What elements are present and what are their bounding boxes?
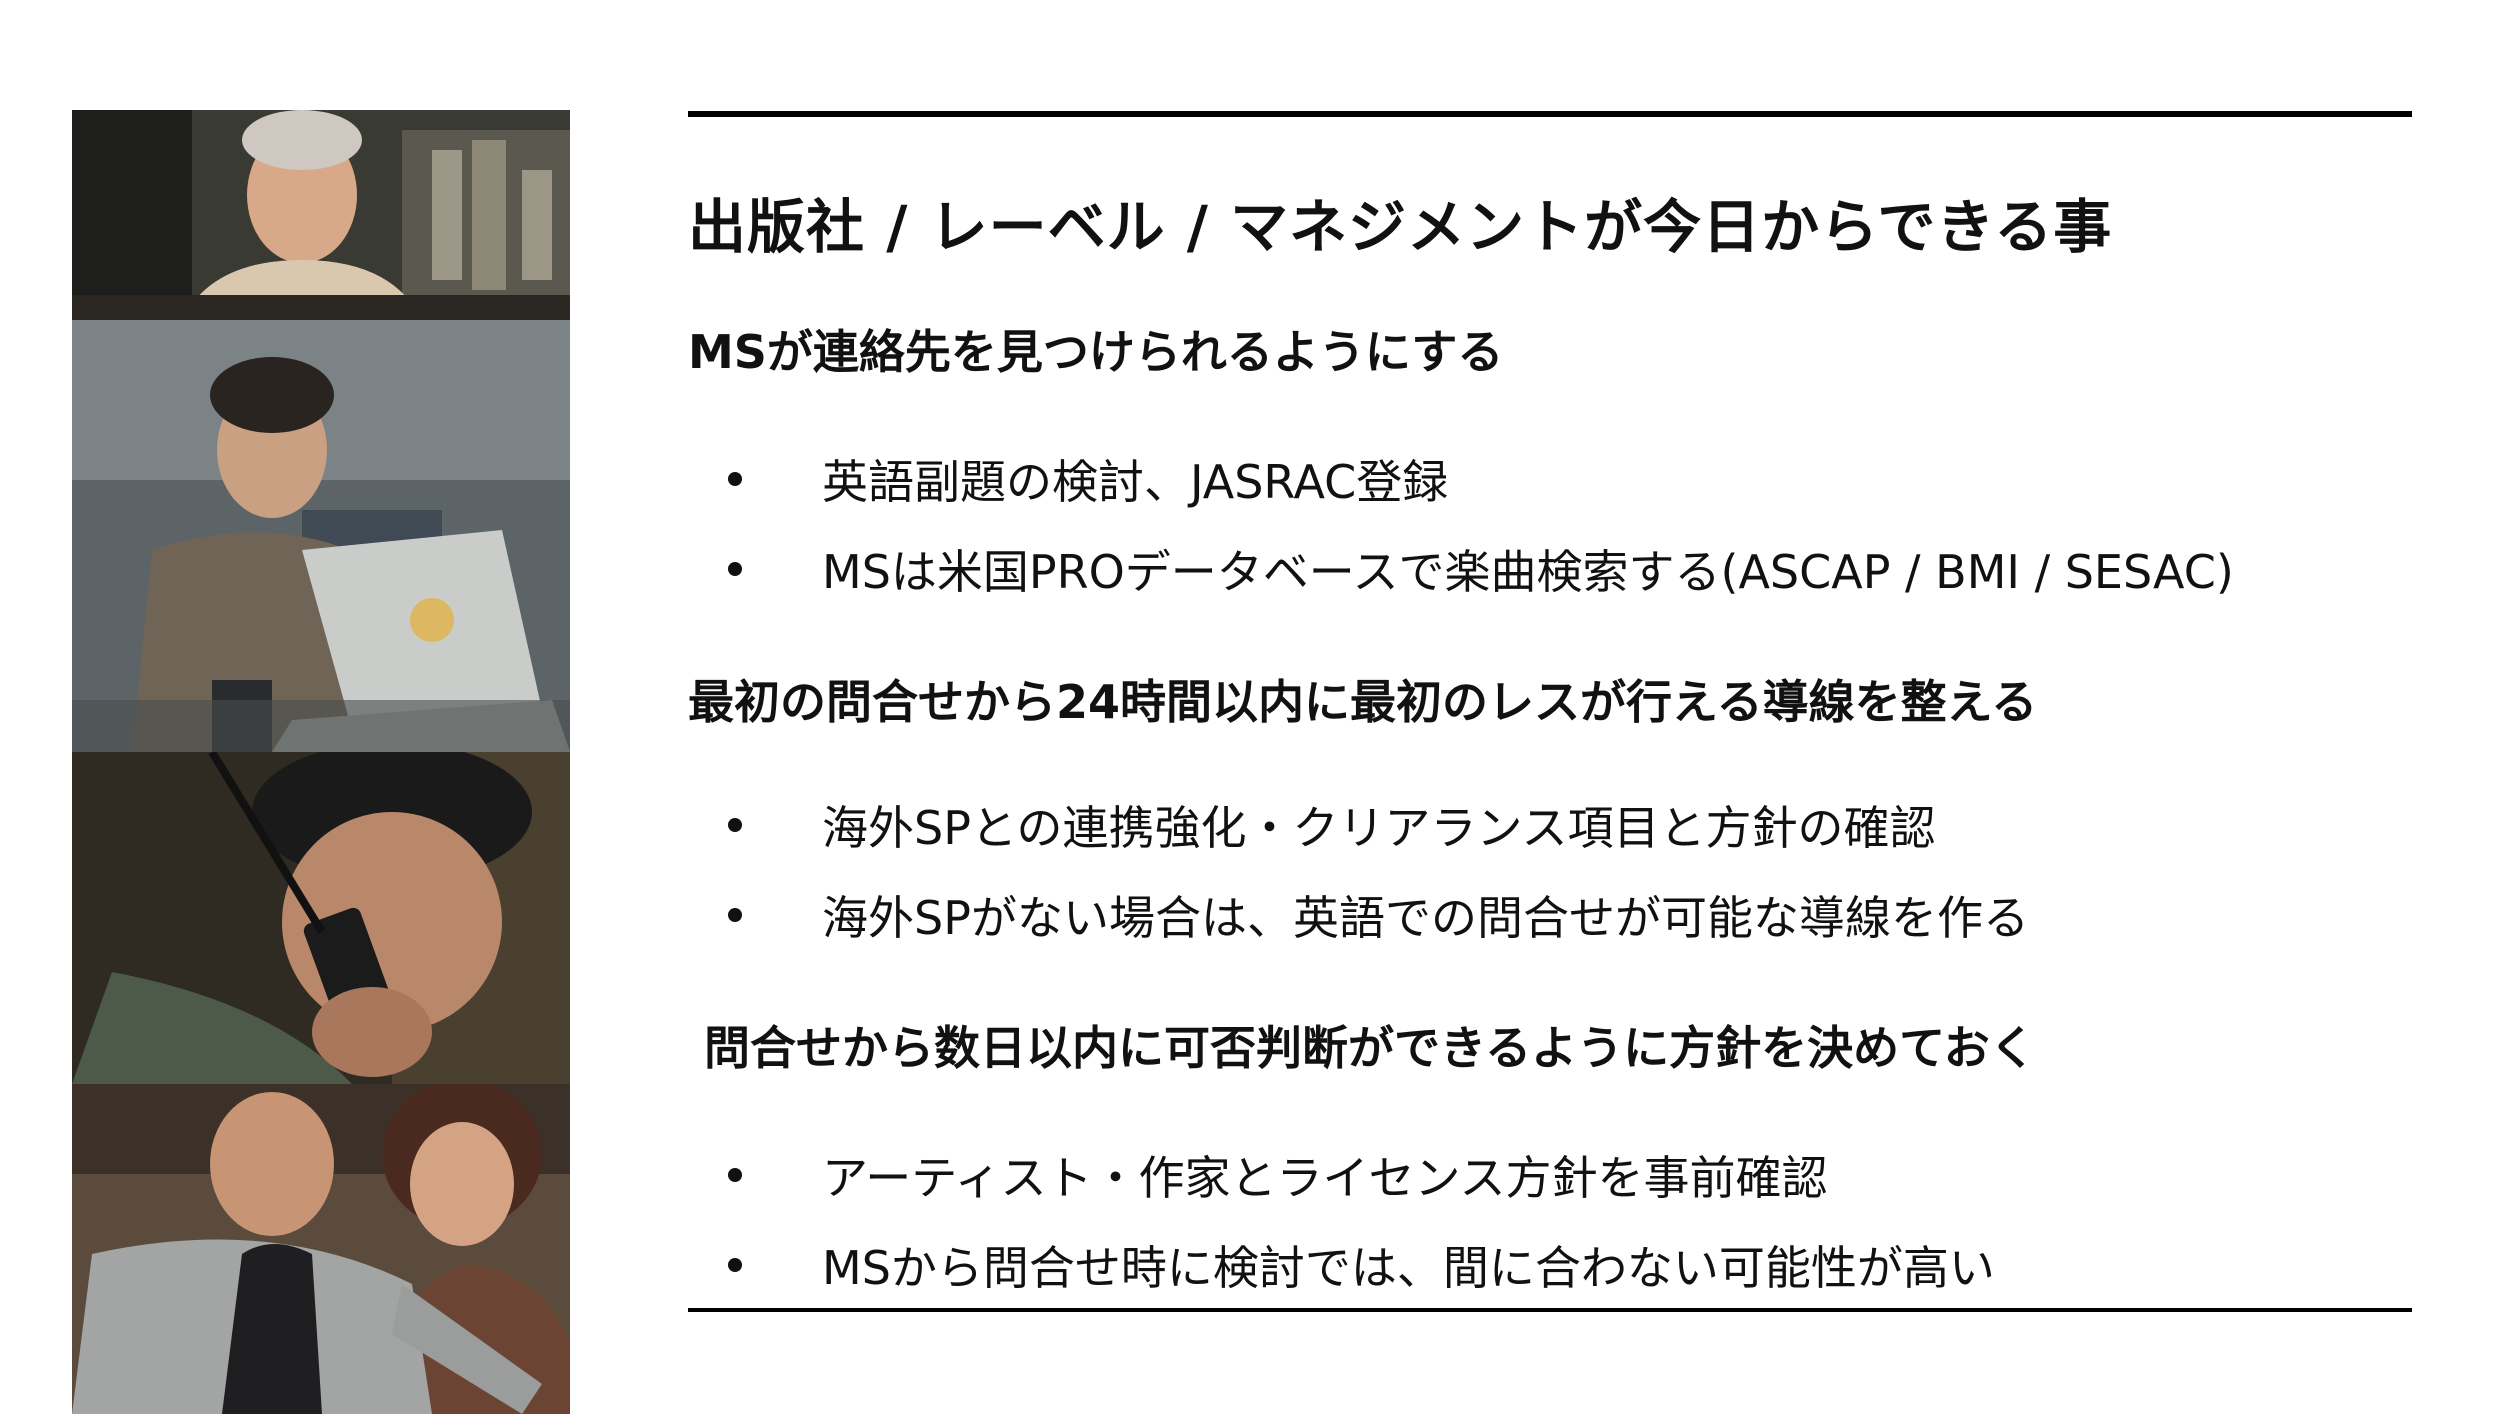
photo-column <box>72 110 570 1414</box>
bullet-text: MSから問合せ時に検討では、間に合わない可能性が高い <box>822 1241 1995 1295</box>
bullet-item: MSは米国PROデータベースで楽曲検索する(ASCAP / BMI / SESA… <box>728 536 2234 602</box>
bullet-text: アーティスト・作家とライセンス方針を事前確認 <box>822 1151 1828 1205</box>
slide-title: 出版社 / レーベル / マネジメントが今日からできる事 <box>688 193 2113 261</box>
bullet-dot-icon <box>728 1258 742 1272</box>
photo-man-with-laptop <box>72 320 570 752</box>
bullet-item: 海外SPとの連携強化・クリアランス項目と方針の確認 <box>728 792 1936 858</box>
bullet-dot-icon <box>728 908 742 922</box>
bullet-item: 海外SPがない場合は、英語での問合せが可能な導線を作る <box>728 882 2029 948</box>
bullet-item: MSから問合せ時に検討では、間に合わない可能性が高い <box>728 1232 1995 1298</box>
bullet-dot-icon <box>728 472 742 486</box>
bullet-dot-icon <box>728 562 742 576</box>
photo-man-with-radio <box>72 752 570 1084</box>
section-heading-2: 最初の問合せから24時間以内に最初のレスが行える導線を整える <box>688 675 2038 729</box>
bullet-item: アーティスト・作家とライセンス方針を事前確認 <box>728 1142 1828 1208</box>
bullet-text: 海外SPがない場合は、英語での問合せが可能な導線を作る <box>822 891 2029 945</box>
bullet-item: 英語副題の検討、JASRAC登録 <box>728 446 1448 512</box>
top-rule <box>688 111 2412 117</box>
bullet-dot-icon <box>728 1168 742 1182</box>
bullet-text: 海外SPとの連携強化・クリアランス項目と方針の確認 <box>822 801 1936 855</box>
photo-woman-in-office <box>72 110 570 320</box>
bullet-dot-icon <box>728 818 742 832</box>
section-heading-1: MSが連絡先を見つけられるようにする <box>688 325 1504 379</box>
section-heading-3: 問合せから数日以内に可否判断ができるように方針を決めておく <box>704 1021 2036 1075</box>
bullet-text: 英語副題の検討、JASRAC登録 <box>822 455 1449 509</box>
bullet-text: MSは米国PROデータベースで楽曲検索する(ASCAP / BMI / SESA… <box>822 545 2234 599</box>
bottom-rule <box>688 1308 2412 1312</box>
photo-man-and-woman <box>72 1084 570 1414</box>
